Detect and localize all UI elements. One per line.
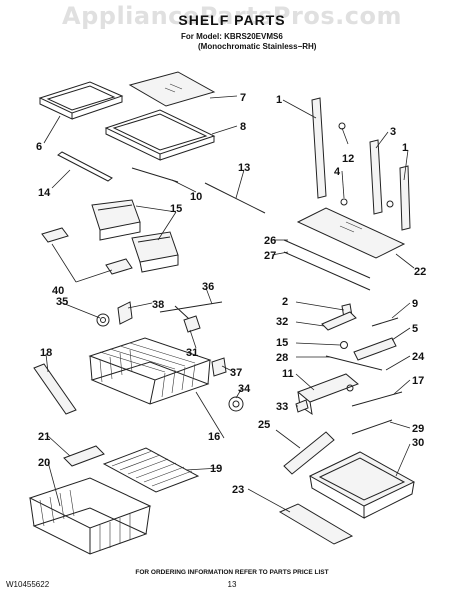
callout-16: 16 <box>208 431 220 443</box>
callout-13: 13 <box>238 162 250 174</box>
part-7-glass-shelf <box>128 71 216 107</box>
callout-31: 31 <box>186 347 198 359</box>
part-32-27-cover-parts <box>321 303 399 371</box>
callout-35: 35 <box>56 296 68 308</box>
callout-14: 14 <box>38 187 51 199</box>
callout-22: 22 <box>414 266 426 278</box>
part-13-long-rod <box>204 182 266 214</box>
callout-11: 11 <box>282 368 294 380</box>
part-40-bin-handles <box>41 227 133 275</box>
callout-36: 36 <box>202 281 214 293</box>
model-number: For Model: KBRS20EVMS6 <box>181 32 283 41</box>
callout-20: 20 <box>38 457 50 469</box>
callout-1-left: 1 <box>276 94 282 106</box>
callout-21: 21 <box>38 431 50 443</box>
callout-33: 33 <box>276 401 288 413</box>
part-19-slotted-tray <box>102 447 200 493</box>
callout-23: 23 <box>232 484 244 496</box>
callout-34: 34 <box>238 383 251 395</box>
callout-2: 2 <box>282 296 288 308</box>
callout-38: 38 <box>152 299 164 311</box>
part-22-glass-shelf <box>283 207 406 291</box>
part-37-34-hardware <box>211 357 244 412</box>
part-16-wire-basket <box>88 337 212 405</box>
part-1-3-vertical-rails <box>311 97 411 231</box>
callout-6: 6 <box>36 141 42 153</box>
part-18-side-rail <box>33 363 77 415</box>
callout-15-left: 15 <box>170 203 182 215</box>
part-25-handle <box>283 431 335 475</box>
callout-18: 18 <box>40 347 52 359</box>
document-number: W10455622 <box>6 580 50 589</box>
callout-28: 29 <box>412 423 424 435</box>
part-20-lower-basket <box>28 477 152 555</box>
callout-25: 25 <box>258 419 270 431</box>
part-23-front-cover <box>278 503 354 545</box>
part-30-deli-drawer <box>308 451 416 519</box>
callout-27: 28 <box>276 352 288 364</box>
ordering-info: FOR ORDERING INFORMATION REFER TO PARTS … <box>135 569 329 576</box>
callout-37: 37 <box>230 367 242 379</box>
page-number: 13 <box>227 580 237 589</box>
callout-4: 4 <box>334 166 341 178</box>
part-8-shelf-tray <box>104 109 216 161</box>
callout-12: 12 <box>342 153 354 165</box>
callout-1-right: 1 <box>402 142 408 154</box>
model-variant: (Monochromatic Stainless−RH) <box>198 42 317 51</box>
watermark: AppliancePartsPros.com <box>62 2 402 30</box>
callout-10: 10 <box>190 191 202 203</box>
callout-8: 8 <box>240 121 246 133</box>
callout-3: 3 <box>390 126 396 138</box>
part-11-drawer-cover <box>295 373 403 416</box>
page-title: SHELF PARTS <box>178 12 286 28</box>
leader-lines <box>43 95 415 513</box>
callout-19: 19 <box>210 463 222 475</box>
part-10-rod <box>131 167 179 183</box>
callout-24: 24 <box>412 351 425 363</box>
callout-5: 5 <box>412 323 418 335</box>
callout-40: 40 <box>52 285 64 297</box>
part-28-wire <box>351 419 393 435</box>
callout-17: 17 <box>412 375 424 387</box>
callout-29: 27 <box>264 250 276 262</box>
callout-labels: 6 7 8 14 10 13 15 40 35 38 36 31 37 34 1… <box>36 92 426 496</box>
callout-7: 7 <box>240 92 246 104</box>
callout-30: 30 <box>412 437 424 449</box>
callout-32: 32 <box>276 316 288 328</box>
callout-9: 9 <box>412 298 418 310</box>
part-21-divider <box>63 445 105 467</box>
parts-drawing <box>28 71 416 555</box>
part-15-crisper-bins <box>91 199 179 273</box>
callout-15-right: 15 <box>276 337 288 349</box>
part-14-rail <box>57 151 113 182</box>
part-6-shelf-frame <box>38 81 124 120</box>
callout-26: 26 <box>264 235 276 247</box>
